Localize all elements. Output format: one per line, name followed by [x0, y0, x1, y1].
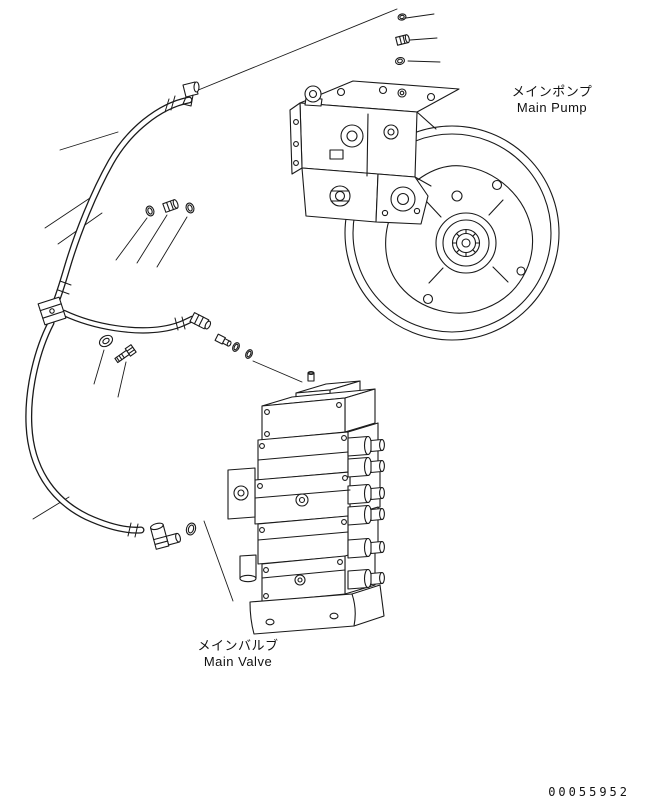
main-valve-label-en: Main Valve: [203, 653, 273, 669]
main-valve-drawing: [227, 371, 385, 635]
washer: [98, 334, 114, 348]
part-number: 00055952: [548, 785, 630, 799]
main-pump-label-en: Main Pump: [516, 99, 588, 115]
o-ring-lower: [185, 522, 197, 536]
main-valve-label-jp: メインバルブ: [197, 638, 279, 653]
main-pump-label: メインポンプ Main Pump: [492, 84, 612, 115]
valve-front-details: [254, 402, 351, 599]
connector-block: [37, 296, 67, 326]
main-valve-label: メインバルブ Main Valve: [176, 638, 300, 669]
o-ring-valve-1: [232, 342, 240, 352]
o-ring-top-2: [395, 56, 405, 66]
hydraulic-hose-lower: [25, 319, 145, 538]
valve-cartridges: [347, 435, 385, 590]
bolt: [114, 344, 137, 364]
valve-top-fitting: [307, 371, 315, 382]
o-ring-mid-1: [145, 205, 155, 217]
o-ring-mid-2: [185, 202, 195, 214]
elbow-fitting: [149, 522, 181, 550]
o-ring-valve-2: [245, 349, 253, 359]
hydraulic-hose-upper: [50, 95, 193, 311]
plug-mid: [162, 199, 179, 213]
nipple-fitting: [214, 333, 232, 347]
straight-fitting: [189, 312, 212, 330]
main-pump-drawing: [289, 80, 560, 341]
hydraulic-hose-middle: [60, 309, 196, 334]
hose-elbow-fitting-top: [182, 81, 200, 107]
main-pump-label-jp: メインポンプ: [511, 84, 593, 99]
o-ring-top-1: [397, 13, 407, 21]
plug-top: [395, 34, 410, 46]
